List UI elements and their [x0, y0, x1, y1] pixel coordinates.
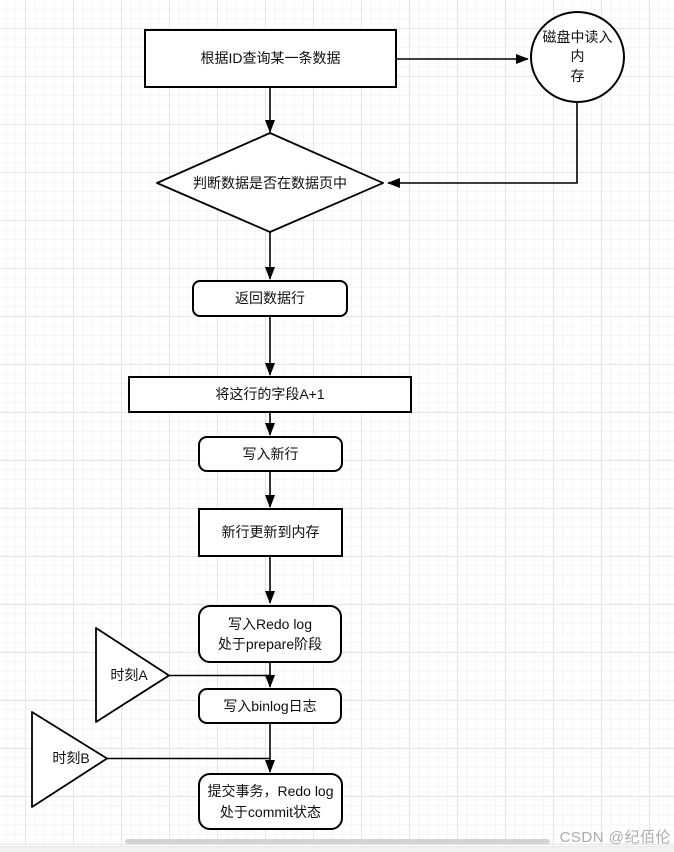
node-redo-prepare: 写入Redo log 处于prepare阶段 [198, 605, 342, 663]
node-field-plus-one-label: 将这行的字段A+1 [215, 386, 325, 403]
node-disk-read-label: 磁盘中读入内存 [540, 28, 615, 87]
node-field-plus-one: 将这行的字段A+1 [128, 376, 412, 413]
csdn-watermark: CSDN @纪佰伦 [559, 829, 671, 846]
node-redo-prepare-line2: 处于prepare阶段 [217, 636, 323, 652]
node-query-by-id-label: 根据ID查询某一条数据 [200, 50, 341, 67]
node-commit-line2: 处于commit状态 [219, 803, 322, 820]
bottom-strip [0, 846, 674, 852]
node-moment-b-label: 时刻B [52, 750, 90, 766]
node-write-binlog-label: 写入binlog日志 [223, 697, 317, 714]
node-redo-prepare-label: 写入Redo log 处于prepare阶段 [218, 614, 322, 655]
node-disk-read-line2: 存 [570, 67, 585, 84]
moment-b-triangle-shape [31, 711, 108, 808]
node-check-in-page-label: 判断数据是否在数据页中 [193, 175, 347, 191]
decision-diamond-shape [156, 132, 384, 233]
node-return-row: 返回数据行 [192, 280, 348, 317]
node-update-memory-label: 新行更新到内存 [221, 524, 320, 541]
node-disk-read-line1: 磁盘中读入内 [542, 28, 613, 65]
node-write-new-row: 写入新行 [198, 436, 343, 472]
horizontal-scrollbar-thumb[interactable] [125, 839, 550, 844]
node-return-row-label: 返回数据行 [235, 290, 305, 307]
node-moment-a-label: 时刻A [110, 667, 148, 683]
node-update-memory: 新行更新到内存 [198, 508, 343, 557]
moment-a-triangle-shape [95, 627, 170, 723]
node-write-new-row-label: 写入新行 [242, 445, 299, 462]
node-commit: 提交事务，Redo log 处于commit状态 [198, 773, 343, 830]
node-redo-prepare-line1: 写入Redo log [227, 615, 313, 632]
arrow-disk-to-check [387, 103, 578, 188]
node-commit-label: 提交事务，Redo log 处于commit状态 [207, 781, 333, 822]
node-write-binlog: 写入binlog日志 [198, 688, 342, 724]
node-commit-line1: 提交事务，Redo log [207, 783, 334, 800]
node-query-by-id: 根据ID查询某一条数据 [144, 29, 397, 88]
node-disk-read: 磁盘中读入内存 [530, 11, 625, 103]
